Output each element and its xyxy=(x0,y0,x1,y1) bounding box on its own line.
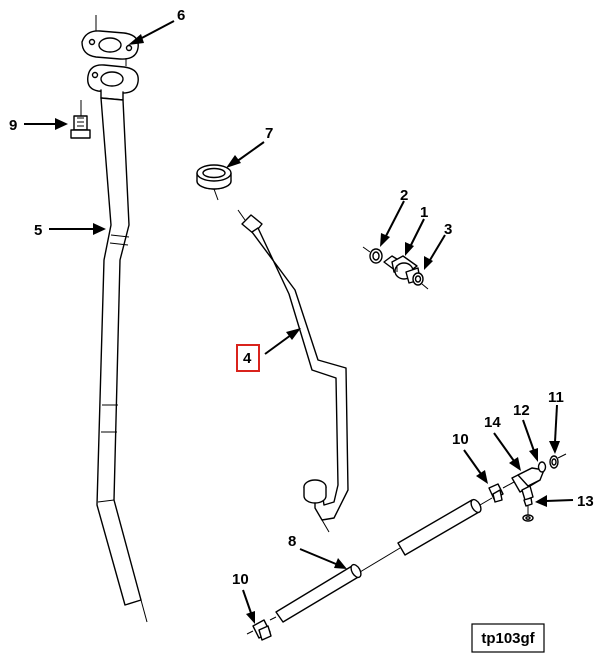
callout-4-highlight-box xyxy=(236,344,260,372)
callout-10-lower[interactable]: 10 xyxy=(232,571,249,588)
part-5-tube xyxy=(87,64,148,623)
part-9-bolt xyxy=(70,100,91,139)
part-7-seal xyxy=(196,164,232,201)
part-2-oring xyxy=(362,246,383,264)
callout-5[interactable]: 5 xyxy=(34,222,42,239)
part-8-hose xyxy=(269,497,493,623)
part-12-oring xyxy=(537,461,547,473)
callout-6[interactable]: 6 xyxy=(177,7,185,24)
reference-code-box xyxy=(471,623,545,653)
callout-3[interactable]: 3 xyxy=(444,221,452,238)
callout-8[interactable]: 8 xyxy=(288,533,296,550)
callout-9[interactable]: 9 xyxy=(9,117,17,134)
reference-code: tp103gf xyxy=(481,630,535,647)
part-3-oring xyxy=(412,272,429,290)
callout-4[interactable]: 4 xyxy=(243,350,252,367)
part-4-pipe xyxy=(237,209,349,533)
part-10-clamp-upper xyxy=(488,483,504,503)
part-1-fitting xyxy=(383,255,421,284)
callout-13[interactable]: 13 xyxy=(577,493,594,510)
callout-7[interactable]: 7 xyxy=(265,125,273,142)
callout-10-upper[interactable]: 10 xyxy=(452,431,469,448)
callout-2[interactable]: 2 xyxy=(400,187,408,204)
callout-14[interactable]: 14 xyxy=(484,414,501,431)
callout-12[interactable]: 12 xyxy=(513,402,530,419)
leader-arrows xyxy=(24,20,574,624)
part-14-tee-fitting xyxy=(502,467,545,507)
callout-11[interactable]: 11 xyxy=(548,389,564,406)
part-6-gasket xyxy=(81,15,139,66)
callout-1[interactable]: 1 xyxy=(420,204,428,221)
part-11-oring xyxy=(549,453,567,469)
part-13-washer xyxy=(522,506,534,522)
part-10-clamp-lower xyxy=(246,619,272,641)
